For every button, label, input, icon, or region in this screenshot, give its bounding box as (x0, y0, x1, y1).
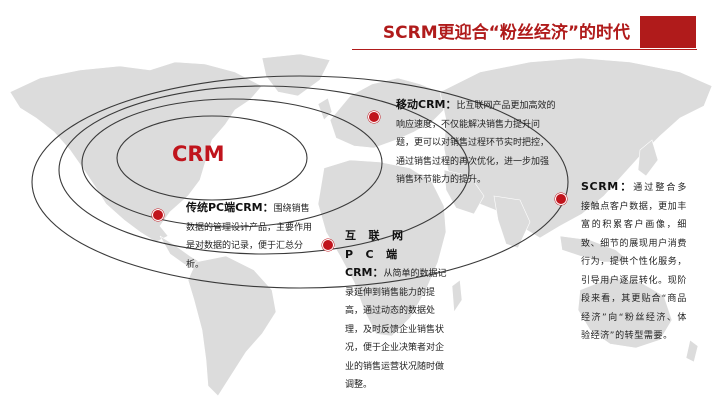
scrm-marker (555, 193, 567, 205)
ring-4 (31, 75, 569, 289)
scrm-body: 通过整合多接触点客户数据，更加丰富的积累客户画像，细致、细节的展现用户消费行为，… (581, 183, 687, 341)
page-title: SCRM更迎合“粉丝经济”的时代 (382, 23, 630, 43)
ring-3 (58, 85, 470, 255)
se-asia-shape (559, 235, 631, 263)
web-crm-heading-2: CRM： (345, 266, 384, 279)
pc-crm-text: 传统PC端CRM：围绕销售数据的管理设计产品，主要作用是对数据的记录，便于汇总分… (186, 199, 316, 274)
north-america-shape (9, 61, 263, 243)
scrm-text: SCRM：通过整合多接触点客户数据，更加丰富的积累客户画像，细致、细节的展现用户… (581, 178, 687, 346)
japan-shape (637, 139, 659, 177)
web-crm-body: 从简单的数据记录延伸到销售能力的提高，通过动态的数据处理，及时反馈企业销售状况，… (345, 269, 447, 390)
web-crm-marker (322, 239, 334, 251)
mobile-crm-heading: 移动CRM： (396, 98, 457, 111)
ring-2 (81, 98, 383, 228)
south-america-shape (187, 255, 277, 397)
title-underline (352, 49, 697, 50)
madagascar-shape (451, 279, 463, 313)
africa-shape (317, 159, 447, 337)
scrm-heading: SCRM： (581, 180, 634, 193)
new-zealand-shape (685, 339, 699, 363)
crm-center-label: CRM (172, 142, 225, 166)
arabia-shape (443, 169, 485, 215)
uk-shape (317, 97, 333, 121)
australia-shape (577, 277, 673, 349)
web-crm-text: 互联网PC端 CRM：从简单的数据记录延伸到销售能力的提高，通过动态的数据处理，… (345, 227, 451, 395)
pc-crm-heading: 传统PC端CRM： (186, 201, 274, 214)
web-crm-heading: 互联网PC端 (345, 229, 416, 261)
title-accent-bar (640, 16, 696, 48)
pc-crm-marker (152, 209, 164, 221)
pc-crm-body: 围绕销售数据的管理设计产品，主要作用是对数据的记录，便于汇总分析。 (186, 204, 313, 270)
india-shape (493, 195, 531, 249)
mobile-crm-text: 移动CRM：比互联网产品更加高效的响应速度，不仅能解决销售力提升问题，更可以对销… (396, 96, 556, 190)
ring-1 (116, 115, 308, 201)
mobile-crm-body: 比互联网产品更加高效的响应速度，不仅能解决销售力提升问题，更可以对销售过程环节实… (396, 101, 556, 185)
mobile-crm-marker (368, 111, 380, 123)
